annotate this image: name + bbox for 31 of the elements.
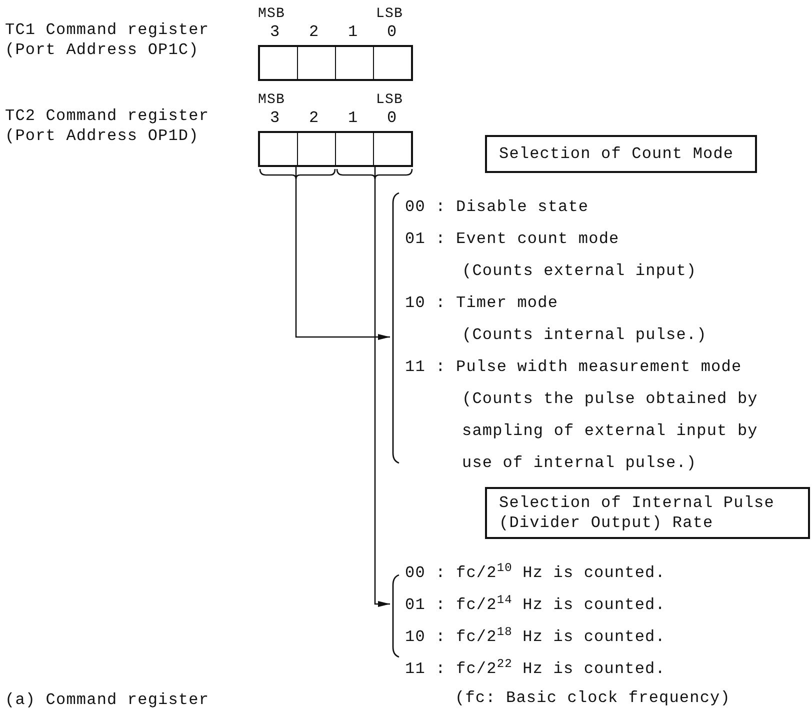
option-text: 10 : fc/2$^{18}$ Hz is counted. bbox=[405, 624, 666, 648]
option-text: 11 : fc/2$^{22}$ Hz is counted. bbox=[405, 656, 666, 680]
option-text: (Counts external input) bbox=[462, 261, 698, 282]
arrow bbox=[374, 167, 390, 607]
option-text: 01 : fc/2$^{14}$ Hz is counted. bbox=[405, 592, 666, 616]
register-label: TC2 Command register (Port Address OP1D) bbox=[5, 106, 210, 146]
option-text: 11 : Pulse width measurement mode bbox=[405, 357, 743, 378]
bit-label: MSB bbox=[258, 92, 286, 108]
register-label: TC1 Command register (Port Address OP1C) bbox=[5, 20, 210, 60]
option-text: (Counts internal pulse.) bbox=[462, 325, 708, 346]
bit-label: MSB bbox=[258, 6, 286, 22]
bit-label: LSB bbox=[376, 6, 404, 22]
option-text: 10 : Timer mode bbox=[405, 293, 560, 314]
option-text: (Counts the pulse obtained by sampling of external input by use of internal pulse.) bbox=[462, 389, 759, 474]
option-text: 00 : Disable state bbox=[405, 197, 590, 218]
bit-label: 2 bbox=[309, 24, 320, 40]
bit-label: LSB bbox=[376, 92, 404, 108]
option-text: 00 : fc/2$^{10}$ Hz is counted. bbox=[405, 560, 666, 584]
bit-label: 0 bbox=[387, 110, 398, 126]
arrow bbox=[295, 167, 390, 340]
heading-box: Selection of Internal Pulse (Divider Output) Rate bbox=[485, 487, 810, 539]
option-text: 01 : Event count mode bbox=[405, 229, 620, 250]
bit-label: 1 bbox=[348, 24, 358, 40]
bit-label: 3 bbox=[270, 110, 280, 126]
bit-label: 3 bbox=[270, 24, 280, 40]
heading-box: Selection of Count Mode bbox=[485, 135, 757, 173]
bit-label: 0 bbox=[387, 24, 398, 40]
bit-label: 2 bbox=[309, 110, 320, 126]
bit-label: 1 bbox=[348, 110, 358, 126]
caption: (a) Command register bbox=[5, 690, 210, 710]
bit-label: (fc: Basic clock frequency) bbox=[455, 690, 730, 706]
